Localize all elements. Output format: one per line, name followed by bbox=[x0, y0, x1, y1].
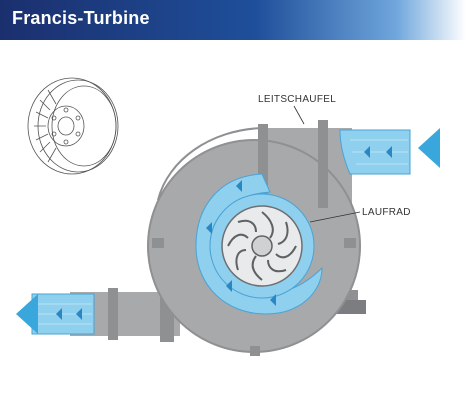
outlet-pipe bbox=[31, 286, 180, 342]
runner-sketch-icon bbox=[27, 77, 119, 175]
callout-lines bbox=[293, 105, 361, 223]
inlet-water bbox=[339, 129, 411, 175]
outflow-arrow-icon bbox=[16, 294, 38, 334]
label-laufrad: LAUFRAD bbox=[362, 207, 411, 218]
page-title: Francis-Turbine bbox=[12, 8, 150, 28]
label-leitschaufel: LEITSCHAUFEL bbox=[258, 94, 336, 105]
inflow-arrow-icon bbox=[418, 128, 440, 168]
header-bar: Francis-Turbine bbox=[0, 0, 466, 40]
francis-turbine-diagram: LEITSCHAUFEL LAUFRAD bbox=[16, 77, 440, 356]
runner-wheel bbox=[221, 205, 303, 287]
